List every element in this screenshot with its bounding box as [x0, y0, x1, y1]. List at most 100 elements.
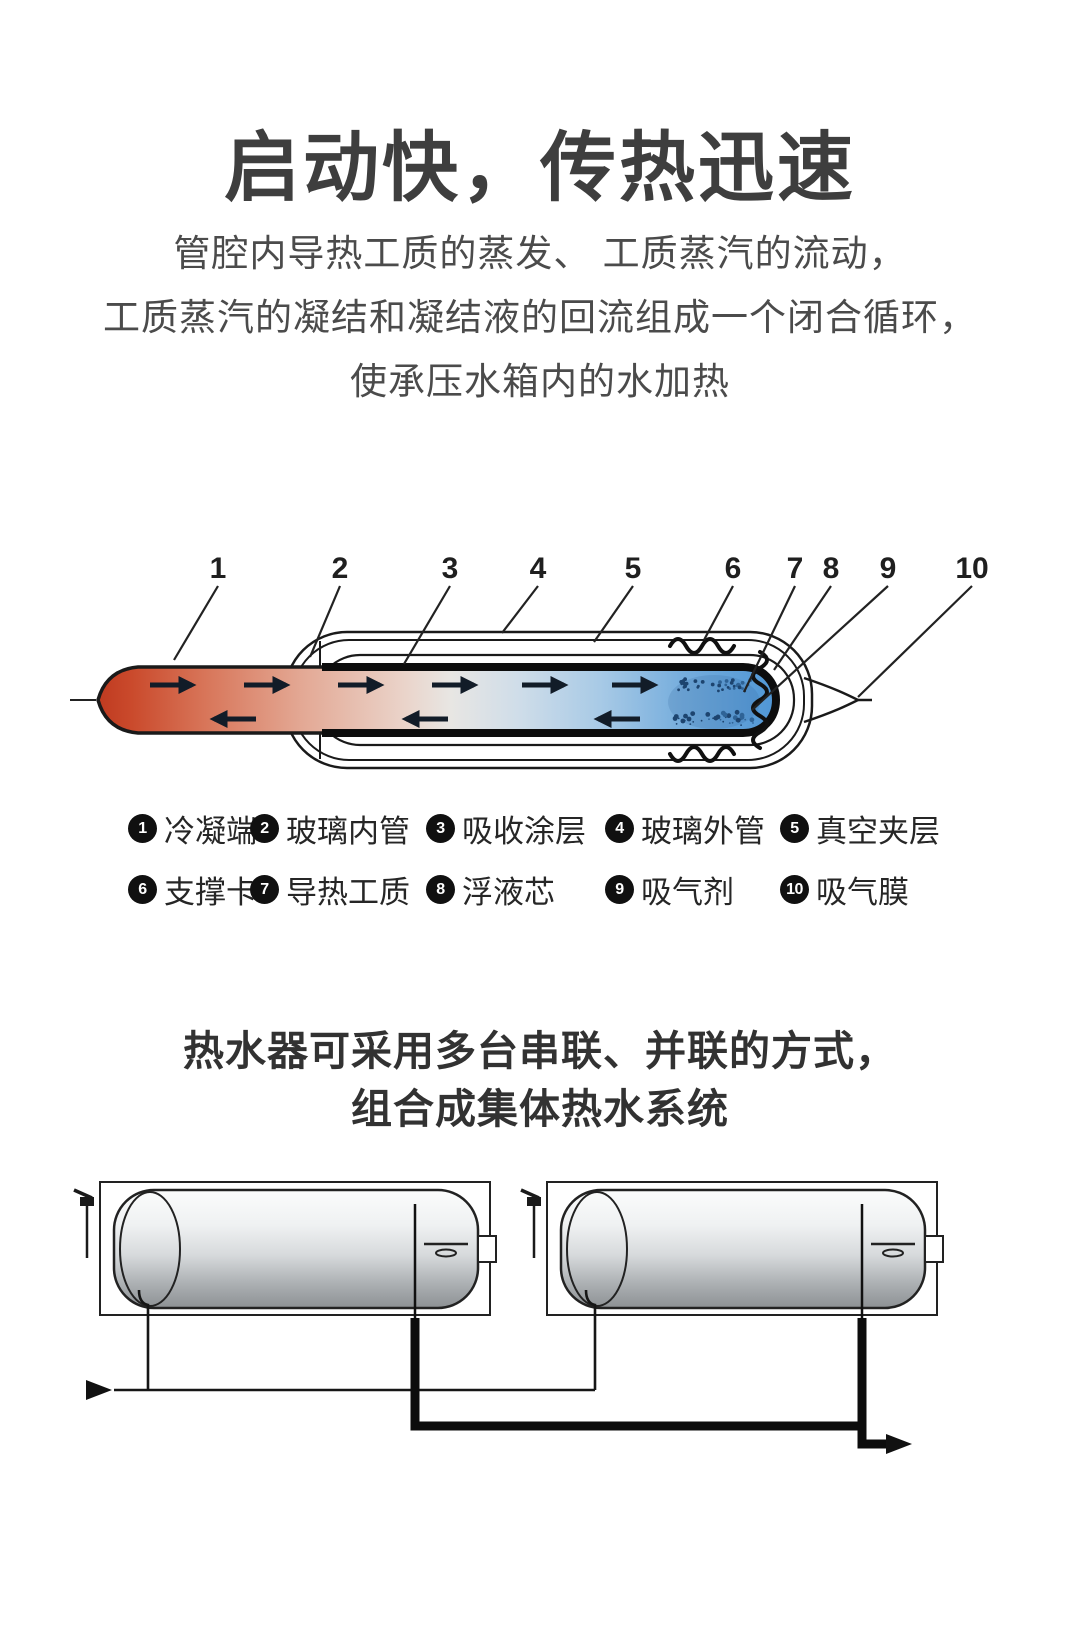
getter-dot [677, 717, 680, 720]
legend-badge-6: 6 [128, 875, 157, 904]
getter-dot [680, 682, 684, 686]
legend-item-6: 6 支撑卡 [128, 867, 257, 912]
tank-unit-left [73, 1181, 497, 1390]
legend-label-7: 导热工质 [286, 875, 410, 910]
leader-line-3 [403, 585, 451, 665]
legend-item-9: 9 吸气剂 [605, 867, 780, 912]
tank-side-fitting [924, 1235, 944, 1263]
system-heading-line-2: 组合成集体热水系统 [351, 1086, 729, 1132]
getter-dot [710, 682, 715, 687]
callout-label-3: 3 [442, 552, 459, 585]
getter-dot [689, 723, 692, 725]
getter-dot [673, 714, 679, 719]
getter-dot [749, 717, 755, 723]
getter-dot [740, 680, 745, 685]
getter-dot [726, 713, 732, 719]
callout-label-7: 7 [787, 552, 804, 585]
getter-dot [744, 718, 747, 721]
tank-slot-handle [435, 1248, 457, 1258]
sealed-tip [803, 676, 872, 724]
getter-dot [729, 681, 734, 685]
legend-label-5: 真空夹层 [816, 814, 940, 849]
legend-badge-3: 3 [426, 814, 455, 843]
legend-badge-10: 10 [780, 875, 809, 904]
support-clip [668, 637, 769, 763]
callout-label-1: 1 [210, 552, 227, 585]
legend-badge-5: 5 [780, 814, 809, 843]
getter-dot [700, 719, 703, 722]
getter-dot [686, 716, 692, 722]
leader-line-9 [751, 585, 889, 711]
getter-dot [740, 724, 742, 726]
vacuum-tube-diagram: 1 2 3 4 5 6 7 8 9 10 [70, 552, 989, 770]
callout-label-4: 4 [530, 552, 547, 585]
getter-dot [735, 717, 741, 723]
getter-dot [697, 684, 700, 688]
getter-area [668, 675, 760, 729]
intro-line-2: 工质蒸汽的凝结和凝结液的回流组成一个闭合循环， [103, 297, 977, 338]
getter-dot [686, 688, 690, 692]
leader-line-6 [703, 585, 734, 641]
getter-dot [734, 709, 740, 715]
intro-paragraph: 管腔内导热工质的蒸发、 工质蒸汽的流动， 工质蒸汽的凝结和凝结液的回流组成一个闭… [0, 222, 1080, 414]
getter-dot [726, 686, 730, 689]
getter-dot [708, 718, 710, 721]
getter-dot [722, 712, 728, 718]
callout-label-6: 6 [725, 552, 742, 585]
getter-dot [739, 714, 745, 720]
getter-dot [732, 684, 736, 688]
getter-dot [718, 680, 722, 684]
callout-label-10: 10 [955, 552, 988, 585]
legend-item-7: 7 导热工质 [250, 867, 426, 912]
tank-body [112, 1188, 480, 1310]
getter-dot [721, 688, 724, 691]
legend-item-8: 8 浮液芯 [426, 867, 605, 912]
getter-dot [682, 682, 686, 686]
legend-badge-4: 4 [605, 814, 634, 843]
getter-dot [741, 687, 744, 690]
page-title: 启动快，传热迅速 [224, 126, 856, 211]
leader-line-7 [743, 585, 796, 693]
getter-dot [677, 688, 680, 692]
getter-dot [713, 715, 719, 721]
tank-body [559, 1188, 927, 1310]
tank-end-cap [119, 1191, 181, 1307]
getter-dot [722, 720, 725, 723]
legend-item-4: 4 玻璃外管 [605, 806, 780, 851]
callout-label-5: 5 [625, 552, 642, 585]
getter-dot [717, 683, 722, 688]
legend-label-4: 玻璃外管 [641, 814, 765, 849]
getter-dot [752, 722, 754, 724]
legend-label-2: 玻璃内管 [286, 814, 410, 849]
getter-dot [732, 687, 736, 690]
getter-dot [700, 680, 705, 684]
system-heading: 热水器可采用多台串联、并联的方式， 组合成集体热水系统 [0, 1022, 1080, 1138]
tank-unit-right [520, 1181, 944, 1390]
legend-label-9: 吸气剂 [641, 875, 734, 910]
legend-item-1: 1 冷凝端 [128, 806, 257, 851]
legend-label-10: 吸气膜 [816, 875, 909, 910]
getter-dot [693, 679, 698, 683]
legend-label-8: 浮液芯 [462, 875, 555, 910]
tank-valve [520, 1188, 541, 1258]
callout-label-2: 2 [332, 552, 349, 585]
tank-valve [73, 1188, 94, 1258]
intro-line-1: 管腔内导热工质的蒸发、 工质蒸汽的流动， [173, 233, 907, 274]
tank-inlet-pipe [137, 1289, 150, 1390]
tank-inlet-pipe [584, 1289, 597, 1390]
legend-badge-1: 1 [128, 814, 157, 843]
legend-item-3: 3 吸收涂层 [426, 806, 605, 851]
leader-line-1 [173, 585, 219, 661]
leader-line-4 [501, 585, 539, 634]
getter-dot [719, 718, 722, 721]
getter-dot [728, 722, 731, 724]
intro-line-3: 使承压水箱内的水加热 [350, 361, 730, 402]
getter-dot [717, 689, 720, 693]
leader-line-5 [593, 585, 634, 643]
tank-side-fitting [477, 1235, 497, 1263]
getter-dot [683, 713, 688, 719]
system-heading-line-1: 热水器可采用多台串联、并联的方式， [183, 1028, 897, 1074]
getter-dot [682, 685, 686, 689]
legend-badge-9: 9 [605, 875, 634, 904]
